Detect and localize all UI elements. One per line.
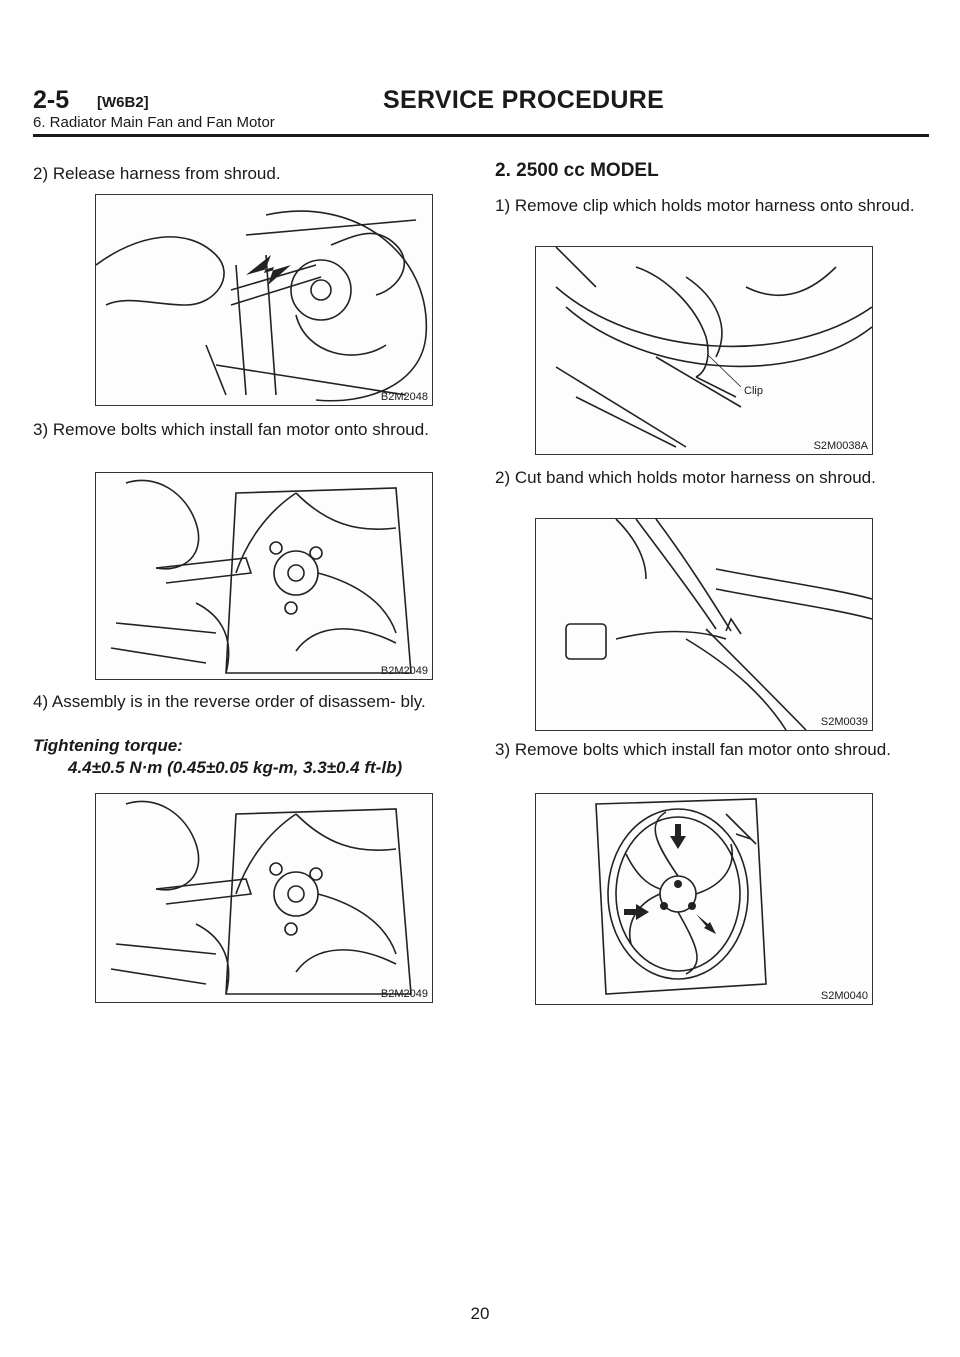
figure-fan-bolts-drawing [595, 798, 767, 995]
left-step-4: 4) Assembly is in the reverse order of d… [33, 692, 426, 711]
figure-release-harness: B2M2048 [95, 194, 433, 406]
section-title: SERVICE PROCEDURE [383, 86, 665, 114]
torque-label: Tightening torque: [33, 736, 183, 755]
figure-id: S2M0040 [820, 990, 868, 1002]
figure-remove-clip-drawing [555, 247, 872, 448]
figure-id: B2M2049 [380, 665, 428, 677]
figure-cut-band-drawing [565, 519, 872, 730]
figure-fan-bolts: S2M0040 [535, 793, 873, 1005]
left-step-3: 3) Remove bolts which install fan motor … [33, 420, 429, 439]
right-step-1: 1) Remove clip which holds motor harness… [495, 196, 915, 215]
right-step-2: 2) Cut band which holds motor harness on… [495, 468, 876, 487]
torque-value: 4.4±0.5 N·m (0.45±0.05 kg-m, 3.3±0.4 ft-… [68, 758, 403, 777]
section-ref: [W6B2] [97, 94, 149, 111]
section-code: 2-5 [33, 86, 70, 114]
figure-remove-clip: Clip S2M0038A [535, 246, 873, 455]
figure-cut-band: S2M0039 [535, 518, 873, 731]
figure-id: S2M0038A [813, 440, 868, 452]
header-rule [33, 134, 929, 137]
left-step-2: 2) Release harness from shroud. [33, 164, 281, 183]
figure-id: B2M2049 [380, 988, 428, 1000]
right-heading: 2. 2500 cc MODEL [495, 160, 659, 181]
figure-remove-bolts-2: B2M2049 [95, 793, 433, 1003]
page-number: 20 [470, 1304, 490, 1323]
figure-release-harness-drawing [96, 210, 428, 402]
figure-remove-bolts-1: B2M2049 [95, 472, 433, 680]
page-header: 2-5 [W6B2] SERVICE PROCEDURE 6. Radiator… [33, 86, 928, 136]
figure-id: B2M2048 [380, 391, 428, 403]
right-step-3: 3) Remove bolts which install fan motor … [495, 740, 891, 759]
figure-remove-bolts-1-drawing [110, 479, 412, 674]
figure-remove-bolts-2-drawing [110, 800, 412, 995]
figure-id: S2M0039 [820, 716, 868, 728]
section-subtitle: 6. Radiator Main Fan and Fan Motor [33, 114, 275, 131]
clip-label: Clip [744, 385, 763, 397]
